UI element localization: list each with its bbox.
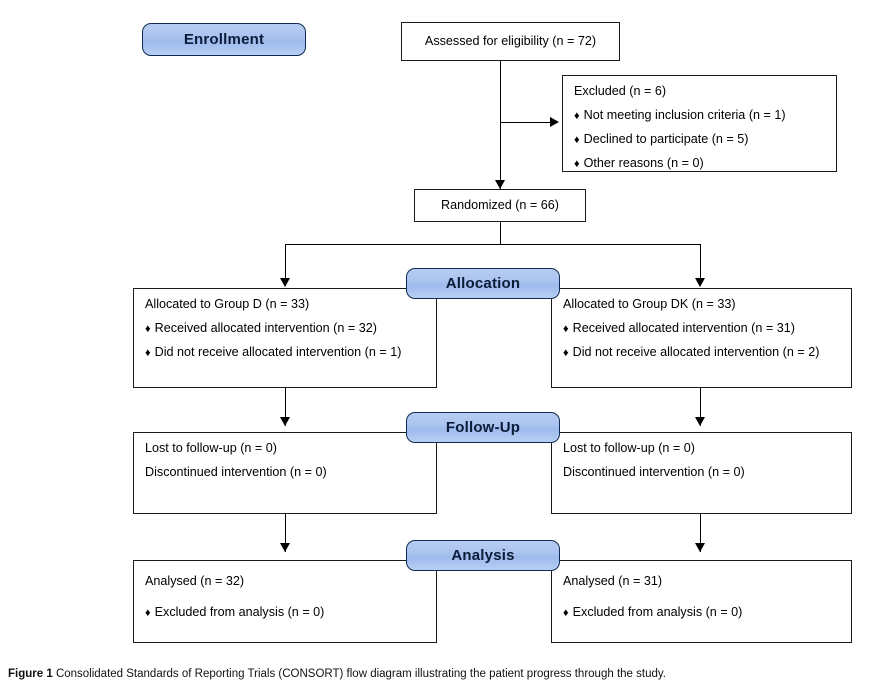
diamond-bullet-icon: ♦ <box>145 606 151 619</box>
stage-banner-analysis: Analysis <box>406 540 560 571</box>
stage-banner-allocation-label: Allocation <box>445 275 521 292</box>
arrowhead-analysis-right <box>695 543 705 552</box>
stage-banner-analysis-label: Analysis <box>451 547 515 564</box>
node-followup-right-line-1: Discontinued intervention (n = 0) <box>563 464 745 479</box>
node-followup-right-line-0: Lost to follow-up (n = 0) <box>563 441 695 455</box>
node-followup-left-line-1: Discontinued intervention (n = 0) <box>145 464 327 479</box>
connector-randomized-stem <box>500 222 501 244</box>
arrowhead-allocation-left <box>280 278 290 287</box>
node-allocation-right-item-0: ♦Received allocated intervention (n = 31… <box>563 320 795 335</box>
stage-banner-allocation: Allocation <box>406 268 560 299</box>
node-allocation-left-title: Allocated to Group D (n = 33) <box>145 297 310 311</box>
node-followup-left-line-0: Lost to follow-up (n = 0) <box>145 441 277 455</box>
connector-randomized-split <box>285 244 701 245</box>
diamond-bullet-icon: ♦ <box>145 322 151 335</box>
node-assessed-for-eligibility: Assessed for eligibility (n = 72) <box>401 22 620 61</box>
stage-banner-followup: Follow-Up <box>406 412 560 443</box>
arrowhead-followup-left <box>280 417 290 426</box>
diamond-bullet-icon: ♦ <box>574 133 580 146</box>
node-randomized-title: Randomized (n = 66) <box>441 198 559 213</box>
diamond-bullet-icon: ♦ <box>574 109 580 122</box>
node-followup-left: Lost to follow-up (n = 0) Discontinued i… <box>133 432 437 514</box>
diamond-bullet-icon: ♦ <box>145 346 151 359</box>
node-allocation-left-item-0: ♦Received allocated intervention (n = 32… <box>145 320 377 335</box>
node-allocation-left: Allocated to Group D (n = 33) ♦Received … <box>133 288 437 388</box>
arrowhead-allocation-right <box>695 278 705 287</box>
stage-banner-enrollment: Enrollment <box>142 23 306 56</box>
node-allocation-left-item-1: ♦Did not receive allocated intervention … <box>145 344 402 359</box>
node-analysis-left-title: Analysed (n = 32) <box>145 574 245 588</box>
stage-banner-enrollment-label: Enrollment <box>183 31 265 48</box>
node-analysis-right: Analysed (n = 31) ♦Excluded from analysi… <box>551 560 852 643</box>
diamond-bullet-icon: ♦ <box>574 157 580 170</box>
connector-assessed-to-randomized <box>500 61 501 189</box>
connector-followup-to-analysis-left <box>285 514 286 552</box>
arrowhead-excluded <box>550 117 559 127</box>
node-analysis-right-title: Analysed (n = 31) <box>563 574 663 588</box>
figure-label: Figure 1 <box>8 668 53 680</box>
node-randomized: Randomized (n = 66) <box>414 189 586 222</box>
connector-assessed-to-excluded <box>500 122 552 123</box>
node-excluded-item-0: ♦Not meeting inclusion criteria (n = 1) <box>574 107 786 122</box>
connector-split-left <box>285 244 286 286</box>
arrowhead-followup-right <box>695 417 705 426</box>
node-followup-right: Lost to follow-up (n = 0) Discontinued i… <box>551 432 852 514</box>
node-allocation-right: Allocated to Group DK (n = 33) ♦Received… <box>551 288 852 388</box>
arrowhead-analysis-left <box>280 543 290 552</box>
figure-caption: Figure 1 Consolidated Standards of Repor… <box>8 668 888 680</box>
node-analysis-left: Analysed (n = 32) ♦Excluded from analysi… <box>133 560 437 643</box>
diamond-bullet-icon: ♦ <box>563 322 569 335</box>
stage-banner-followup-label: Follow-Up <box>445 419 521 436</box>
connector-allocation-to-followup-left <box>285 388 286 426</box>
diamond-bullet-icon: ♦ <box>563 606 569 619</box>
node-allocation-right-item-1: ♦Did not receive allocated intervention … <box>563 344 820 359</box>
node-assessed-title: Assessed for eligibility (n = 72) <box>424 34 597 49</box>
node-excluded-item-2: ♦Other reasons (n = 0) <box>574 155 704 170</box>
node-allocation-right-title: Allocated to Group DK (n = 33) <box>563 297 736 311</box>
diamond-bullet-icon: ♦ <box>563 346 569 359</box>
connector-allocation-to-followup-right <box>700 388 701 426</box>
node-excluded-title: Excluded (n = 6) <box>574 84 667 98</box>
figure-caption-text: Consolidated Standards of Reporting Tria… <box>55 668 666 680</box>
node-excluded: Excluded (n = 6) ♦Not meeting inclusion … <box>562 75 837 172</box>
arrowhead-randomized <box>495 180 505 189</box>
connector-split-right <box>700 244 701 286</box>
node-analysis-left-item-0: ♦Excluded from analysis (n = 0) <box>145 604 325 619</box>
node-excluded-item-1: ♦Declined to participate (n = 5) <box>574 131 749 146</box>
node-analysis-right-item-0: ♦Excluded from analysis (n = 0) <box>563 604 743 619</box>
connector-followup-to-analysis-right <box>700 514 701 552</box>
